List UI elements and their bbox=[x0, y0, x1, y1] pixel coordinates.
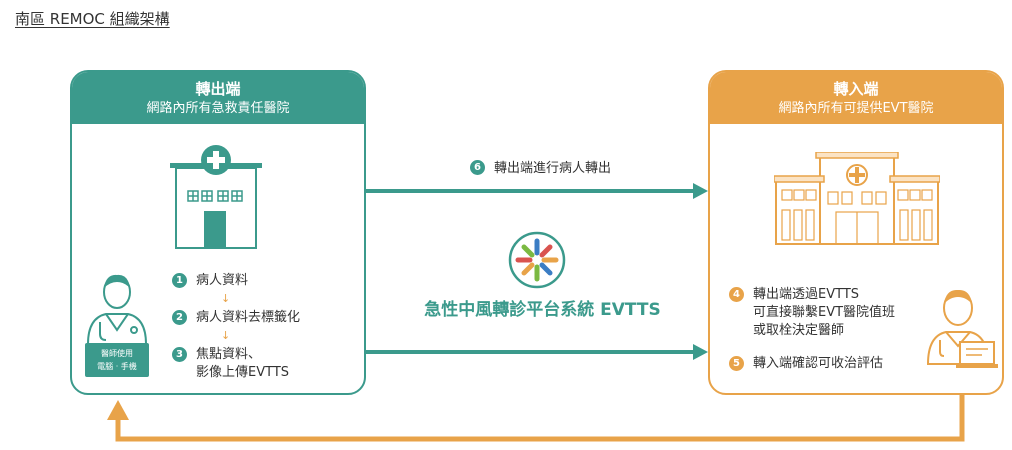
bottom-arrow bbox=[366, 344, 708, 360]
step-2: 2 病人資料去標籤化 bbox=[172, 309, 300, 327]
step-4-number: 4 bbox=[729, 287, 744, 302]
transfer-out-subtitle: 網路內所有急救責任醫院 bbox=[146, 101, 290, 116]
step-3-number: 3 bbox=[172, 347, 187, 362]
transfer-out-arrow-label: 6 轉出端進行病人轉出 bbox=[470, 157, 611, 176]
step-1: 1 病人資料 bbox=[172, 272, 248, 290]
evtts-logo-icon bbox=[508, 231, 566, 289]
doctor-with-laptop-icon bbox=[926, 289, 998, 368]
down-arrow-icon: ↓ bbox=[221, 292, 231, 305]
step-2-number: 2 bbox=[172, 310, 187, 325]
step-1-text: 病人資料 bbox=[196, 273, 249, 288]
device-label: 醫師使用 電腦 · 手機 bbox=[85, 343, 149, 377]
page-title: 南區 REMOC 組織架構 bbox=[15, 10, 170, 28]
step-5-number: 5 bbox=[729, 356, 744, 371]
transfer-in-title: 轉入端 bbox=[833, 80, 879, 98]
transfer-in-subtitle: 網路內所有可提供EVT醫院 bbox=[778, 101, 934, 116]
step-5-text: 轉入端確認可收治評估 bbox=[753, 356, 884, 371]
step-6-text: 轉出端進行病人轉出 bbox=[494, 161, 612, 176]
top-arrow bbox=[366, 183, 708, 199]
step-6-number: 6 bbox=[470, 159, 485, 175]
step-3: 3 焦點資料、 影像上傳EVTTS bbox=[172, 346, 289, 382]
step-3-text: 焦點資料、 影像上傳EVTTS bbox=[196, 347, 290, 380]
transfer-out-title: 轉出端 bbox=[195, 80, 241, 98]
step-4-text: 轉出端透過EVTTS 可直接聯繫EVT醫院值班 或取栓決定醫師 bbox=[753, 287, 896, 338]
system-title: 急性中風轉診平台系統 EVTTS bbox=[424, 300, 661, 320]
return-arrow bbox=[107, 395, 965, 442]
step-1-number: 1 bbox=[172, 273, 187, 288]
large-hospital-icon bbox=[774, 152, 940, 245]
transfer-out-header: 轉出端 網路內所有急救責任醫院 bbox=[72, 72, 364, 124]
step-2-text: 病人資料去標籤化 bbox=[196, 310, 301, 325]
transfer-in-header: 轉入端 網路內所有可提供EVT醫院 bbox=[710, 72, 1002, 124]
step-4: 4 轉出端透過EVTTS 可直接聯繫EVT醫院值班 或取栓決定醫師 bbox=[729, 286, 895, 340]
small-hospital-icon bbox=[170, 145, 262, 249]
doctor-icon bbox=[86, 274, 148, 344]
down-arrow-icon: ↓ bbox=[221, 329, 231, 342]
step-5: 5 轉入端確認可收治評估 bbox=[729, 355, 883, 373]
